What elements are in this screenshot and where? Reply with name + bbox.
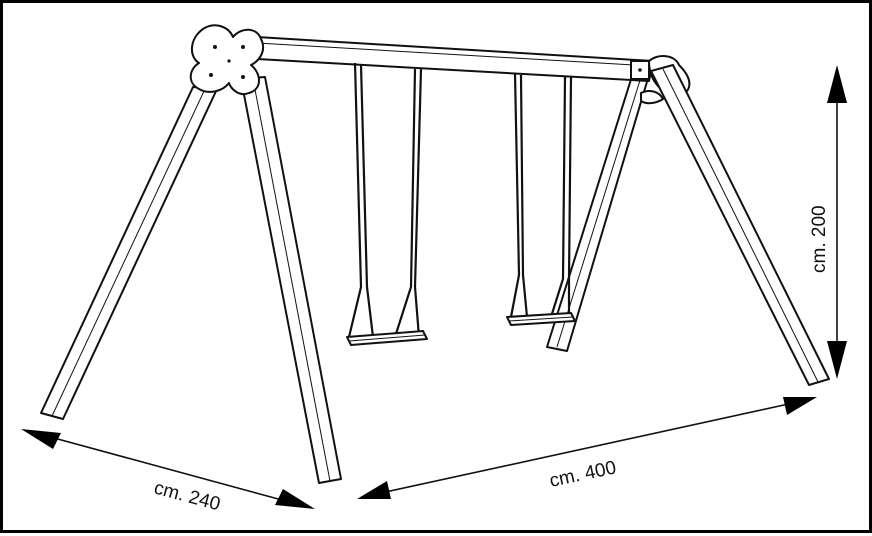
length-arrow-end — [783, 397, 817, 415]
height-arrow-bottom — [827, 341, 847, 379]
left-front-leg — [240, 76, 342, 484]
dimension-width: cm. 240 — [21, 429, 315, 515]
dimension-height: cm. 200 — [809, 65, 847, 379]
left-corner-bracket — [189, 24, 265, 95]
right-back-leg — [546, 72, 650, 352]
height-label: cm. 200 — [809, 205, 830, 273]
left-back-leg — [40, 86, 218, 420]
width-arrow-end — [275, 489, 315, 509]
left-swing-rope-right — [393, 68, 417, 338]
width-arrow-start — [21, 429, 61, 449]
length-label: cm. 400 — [548, 457, 618, 492]
right-swing-rope-left — [509, 72, 521, 318]
top-beam — [256, 36, 654, 82]
dimension-length: cm. 400 — [357, 397, 817, 499]
right-swing — [506, 72, 576, 326]
left-swing — [346, 62, 428, 346]
length-arrow-start — [357, 481, 391, 499]
right-swing-rope-right — [549, 76, 567, 318]
height-arrow-top — [827, 65, 847, 103]
left-swing-rope-left — [347, 62, 363, 338]
swing-set-drawing: cm. 240 cm. 400 cm. 200 — [21, 24, 847, 515]
right-front-leg — [650, 64, 830, 386]
width-label: cm. 240 — [152, 478, 223, 516]
